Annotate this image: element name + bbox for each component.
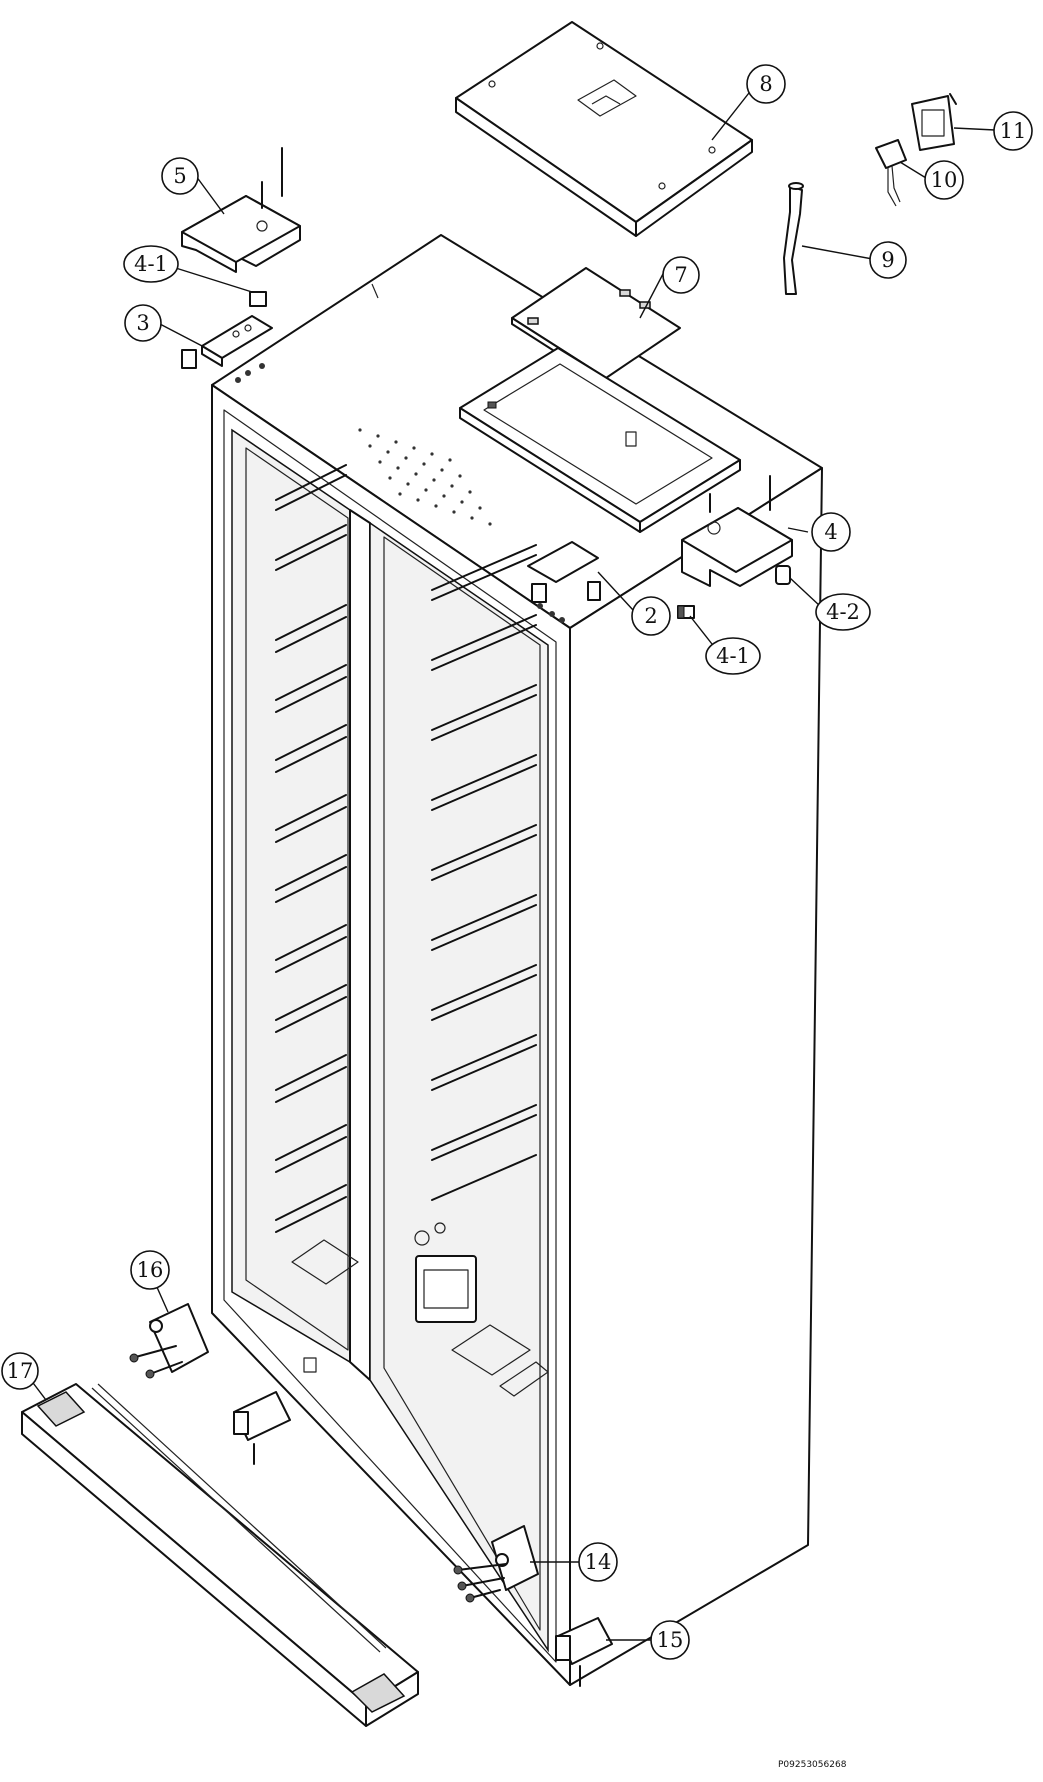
callout-16: 16 [130, 1250, 170, 1290]
freezer-shelf-rails [275, 464, 347, 1233]
callout-17-label: 17 [7, 1359, 34, 1383]
drawing-code: P09253056268 [778, 1760, 847, 1770]
part-8-top-cover [455, 21, 753, 237]
part-5-left-hinge-cover [181, 147, 301, 307]
callout-4-1-right-label: 4-1 [716, 644, 750, 668]
callout-4-label: 4 [824, 520, 837, 544]
callout-14-label: 14 [585, 1550, 612, 1574]
left-bottom-bracket [233, 1391, 291, 1465]
callout-5: 5 [161, 157, 199, 195]
part-9-tube [783, 182, 804, 295]
callout-4-1-right: 4-1 [705, 637, 761, 675]
callout-10-label: 10 [931, 168, 958, 192]
callout-4-1-left: 4-1 [123, 245, 179, 283]
part-17-kickplate [21, 1383, 419, 1727]
callout-15: 15 [650, 1620, 690, 1660]
callout-11-label: 11 [1000, 119, 1027, 143]
callout-14: 14 [578, 1542, 618, 1582]
callout-17: 17 [1, 1352, 39, 1390]
callout-9: 9 [869, 241, 907, 279]
callout-7: 7 [662, 256, 700, 294]
callout-8-label: 8 [759, 72, 772, 96]
top-vent-dots [358, 428, 492, 526]
part-3-left-top-hinge [181, 315, 273, 369]
callout-3: 3 [124, 304, 162, 342]
part-10-sensor [875, 139, 907, 207]
callout-8: 8 [746, 64, 786, 104]
callout-4-2-label: 4-2 [826, 600, 860, 624]
callout-16-label: 16 [137, 1258, 164, 1282]
refrigerator-cabinet [211, 234, 823, 1686]
fresh-food-shelf-rails [431, 544, 537, 1201]
callout-2: 2 [631, 596, 671, 636]
callout-5-label: 5 [173, 164, 186, 188]
part-11-bracket [911, 93, 957, 151]
part-14-right-bottom-hinge [453, 1525, 539, 1603]
callout-4-2: 4-2 [815, 593, 871, 631]
callout-4: 4 [811, 512, 851, 552]
leader-lines [23, 83, 996, 1641]
part-2-right-top-hinge [527, 541, 601, 603]
part-4-right-hinge-cover [677, 475, 793, 619]
callout-10: 10 [924, 160, 964, 200]
callout-2-label: 2 [644, 604, 657, 628]
pcb-cover-tray [459, 347, 741, 533]
callout-11: 11 [993, 111, 1033, 151]
part-16-left-bottom-hinge [129, 1303, 209, 1379]
part-15-right-bottom-bracket [555, 1617, 613, 1687]
callout-9-label: 9 [881, 248, 894, 272]
callout-4-1-left-label: 4-1 [134, 252, 168, 276]
callout-7-label: 7 [674, 263, 687, 287]
callout-3-label: 3 [136, 311, 149, 335]
callout-15-label: 15 [657, 1628, 684, 1652]
